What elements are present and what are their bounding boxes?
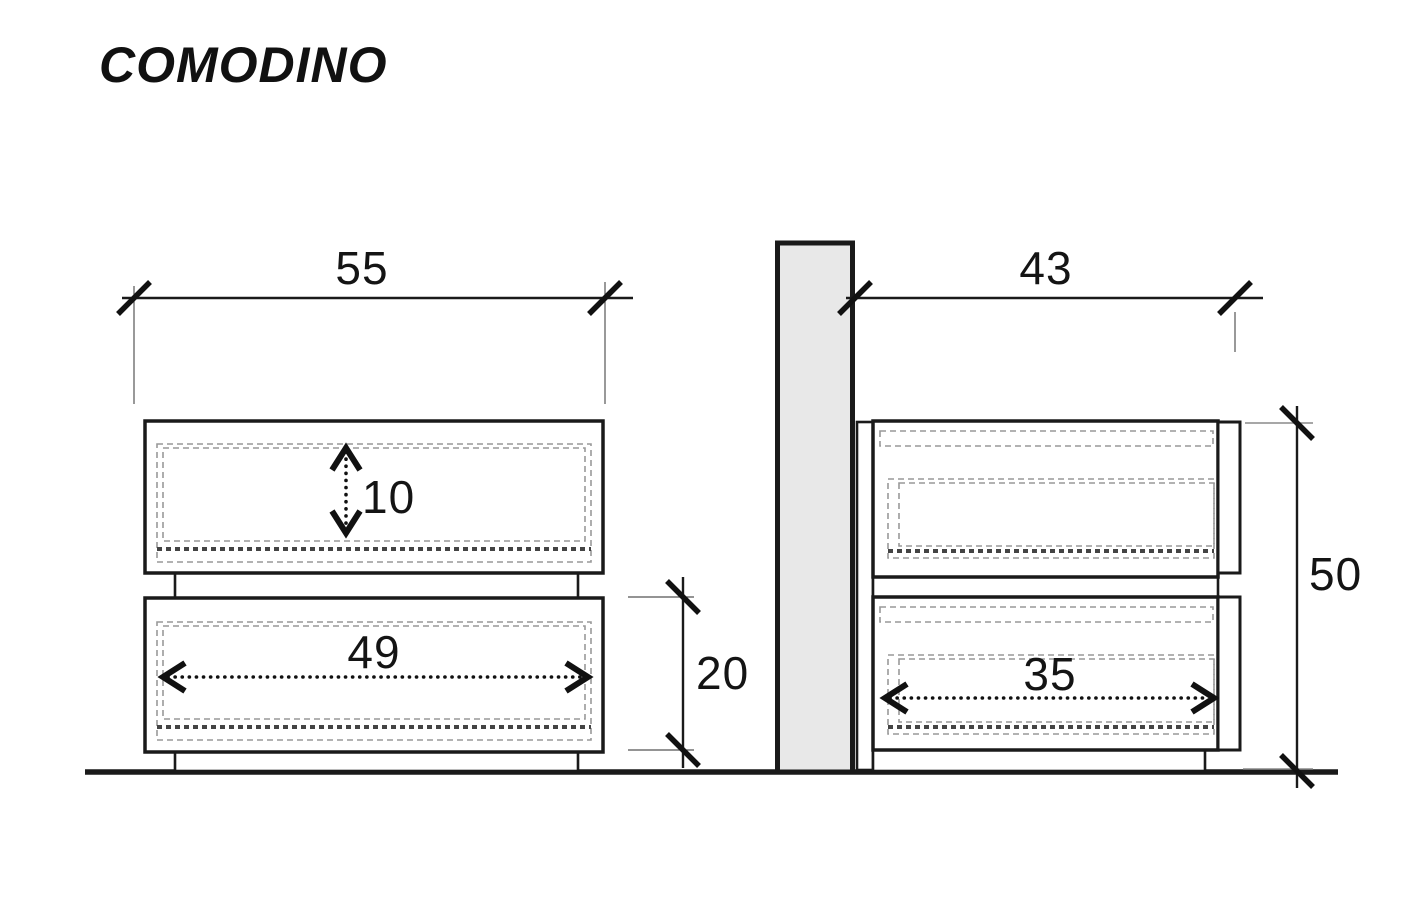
front-drawer-gap-rail <box>173 571 580 600</box>
drawer-inner-depth-value: 35 <box>1023 648 1076 700</box>
side-back-rail <box>855 420 875 772</box>
side-view: 35 <box>855 419 1242 773</box>
side-top-drawer <box>871 419 1220 579</box>
front-bottom-drawer-hidden-outlines <box>156 621 592 741</box>
side-top-drawer-front-panel <box>1216 420 1242 575</box>
drawer-inner-width-value: 49 <box>347 626 400 678</box>
dimension-bottom-drawer-height: 20 <box>628 577 749 768</box>
side-plinth <box>871 748 1207 773</box>
bottom-drawer-height-value: 20 <box>696 647 749 699</box>
overall-width-value: 55 <box>335 242 388 294</box>
top-drawer-height-arrow: 10 <box>329 442 415 539</box>
drawer-inner-depth-arrow: 35 <box>879 648 1220 715</box>
dimension-overall-width: 55 <box>116 242 633 404</box>
dimension-overall-depth: 43 <box>837 242 1263 352</box>
drawer-inner-width-arrow: 49 <box>157 626 594 694</box>
top-drawer-height-value: 10 <box>362 471 415 523</box>
page-title: COMODINO <box>99 37 388 93</box>
side-drawer-gap-rail <box>871 575 1220 599</box>
overall-depth-value: 43 <box>1019 242 1072 294</box>
side-bottom-drawer-front-panel <box>1216 595 1242 752</box>
front-plinth <box>173 750 580 773</box>
side-top-drawer-hidden-outlines <box>879 430 1215 559</box>
front-view: 10 49 <box>143 419 605 773</box>
dimension-overall-height: 50 <box>1243 405 1362 789</box>
front-top-drawer-hidden-outlines <box>156 443 592 563</box>
overall-height-value: 50 <box>1309 548 1362 600</box>
wall <box>775 240 855 775</box>
